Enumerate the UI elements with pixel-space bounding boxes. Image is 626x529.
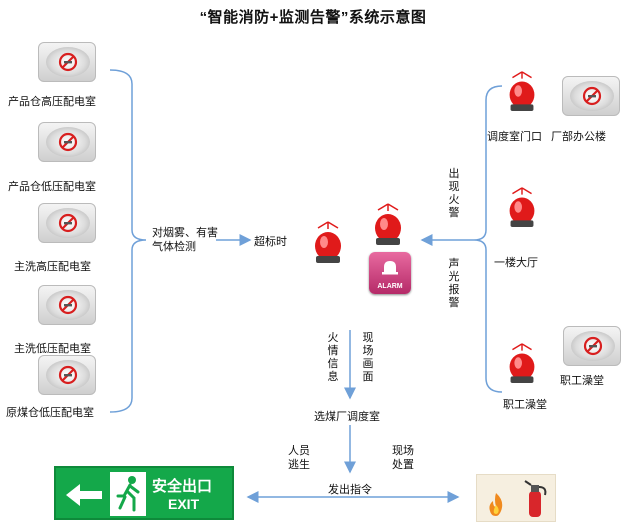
detection-label: 对烟雾、有害气体检测 (152, 227, 218, 253)
smoke-detector-icon (38, 122, 96, 162)
alarm-lamp-icon (509, 343, 535, 384)
dispatch-room-label: 选煤厂调度室 (314, 411, 380, 423)
exit-sign-cn: 安全出口 (152, 478, 213, 495)
onsite-label: 现场处置 (392, 445, 414, 471)
exit-sign-en: EXIT (168, 496, 200, 512)
diagram-title: “智能消防+监测告警”系统示意图 (199, 9, 427, 26)
location-label: 职工澡堂 (560, 375, 604, 387)
alarm-lamp-icon (509, 187, 535, 228)
room-label: 产品仓高压配电室 (8, 96, 96, 108)
smoke-detector-icon (38, 203, 96, 243)
evacuation-label: 人员逃生 (288, 445, 310, 471)
smoke-detector-icon (38, 42, 96, 82)
location-label: 一楼大厅 (494, 257, 538, 269)
sound-light-label: 声光报警 (448, 258, 460, 309)
smoke-detector-icon (38, 285, 96, 325)
alarm-panel-icon: ALARM (369, 252, 411, 294)
exceed-label: 超标时 (254, 236, 287, 248)
smoke-detector-icon (562, 76, 620, 116)
room-label: 原煤仓低压配电室 (6, 407, 94, 419)
smoke-detector-icon (38, 355, 96, 395)
room-label: 产品仓低压配电室 (8, 181, 96, 193)
location-label: 调度室门口 (487, 131, 542, 143)
alarm-lamp-icon (375, 203, 401, 245)
smoke-detector-icon (563, 326, 621, 366)
alarm-lamp-icon (509, 71, 535, 112)
location-label: 职工澡堂 (503, 399, 547, 411)
left-bracket (109, 69, 147, 413)
command-label: 发出指令 (328, 484, 372, 496)
fire-info-label: 火情信息 (327, 332, 339, 383)
fire-extinguisher-icon (476, 474, 556, 522)
scene-video-label: 现场画面 (362, 332, 374, 383)
alarm-panel-text: ALARM (377, 283, 403, 290)
location-label: 厂部办公楼 (551, 131, 606, 143)
alarm-lamp-icon (315, 221, 341, 263)
room-label: 主洗低压配电室 (14, 343, 91, 355)
exit-sign-icon: 安全出口 EXIT (54, 466, 234, 520)
fire-alarm-label: 出现火警 (448, 168, 460, 219)
room-label: 主洗高压配电室 (14, 261, 91, 273)
